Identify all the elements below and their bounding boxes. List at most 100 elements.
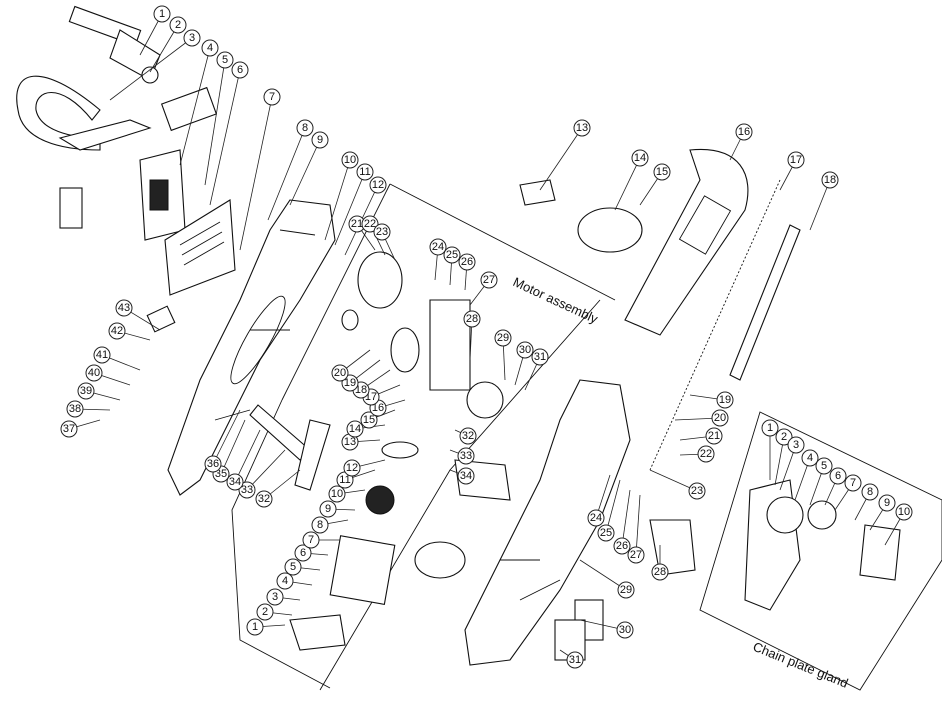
callout-main-1: 1 xyxy=(139,5,171,56)
callout-circle xyxy=(183,29,201,47)
callout-motor-6: 6 xyxy=(294,544,329,562)
callout-circle xyxy=(631,149,649,167)
leader-line xyxy=(614,157,641,211)
leader-line xyxy=(621,489,631,547)
callout-number: 5 xyxy=(821,460,827,472)
chain-plate-gland-label: Chain plate gland xyxy=(751,639,850,691)
front-handle xyxy=(16,5,161,151)
callout-circle xyxy=(895,503,913,521)
callout-number: 2 xyxy=(175,19,181,31)
gland-parts xyxy=(744,479,901,611)
callout-circle xyxy=(566,651,584,669)
callout-circle xyxy=(246,618,264,636)
callout-number: 32 xyxy=(462,430,474,442)
callout-main-19: 19 xyxy=(689,391,734,409)
callout-circle xyxy=(263,88,281,106)
callout-motor-2: 2 xyxy=(256,603,293,621)
callout-number: 11 xyxy=(339,474,350,486)
callout-number: 32 xyxy=(258,493,270,505)
callout-number: 8 xyxy=(302,122,308,134)
callout-number: 40 xyxy=(88,367,100,379)
leader-line xyxy=(109,37,193,101)
callout-main-9: 9 xyxy=(289,131,329,206)
callout-circle xyxy=(361,215,379,233)
callout-circle xyxy=(761,419,779,437)
callout-number: 27 xyxy=(483,274,495,286)
callout-circle xyxy=(531,348,549,366)
callout-circle xyxy=(878,494,896,512)
callouts-layer: 1234567891011121314151617181920212223242… xyxy=(60,5,913,669)
label-sticker xyxy=(160,86,218,132)
callout-motor-29: 29 xyxy=(494,329,512,381)
callout-number: 28 xyxy=(654,566,666,578)
callout-number: 34 xyxy=(229,476,241,488)
callout-circle xyxy=(459,427,477,445)
left-housing xyxy=(167,199,336,496)
callout-circle xyxy=(85,364,103,382)
callout-circle xyxy=(346,420,364,438)
leader-line xyxy=(267,127,306,221)
leader-line xyxy=(204,59,226,186)
callout-number: 4 xyxy=(207,42,213,54)
callout-motor-9: 9 xyxy=(319,500,356,518)
callout-main-37: 37 xyxy=(60,419,101,438)
callout-circle xyxy=(613,537,631,555)
callout-number: 8 xyxy=(867,486,873,498)
callout-circle xyxy=(93,346,111,364)
callout-circle xyxy=(311,131,329,149)
main-body xyxy=(414,379,631,666)
leader-line xyxy=(809,179,831,231)
callout-circle xyxy=(597,524,615,542)
callout-main-23: 23 xyxy=(649,469,706,500)
callout-motor-7: 7 xyxy=(302,531,340,549)
callout-circle xyxy=(844,474,862,492)
callout-number: 9 xyxy=(317,134,323,146)
callout-number: 7 xyxy=(269,91,275,103)
leader-line xyxy=(649,469,698,492)
callout-main-4: 4 xyxy=(179,39,219,166)
callout-main-6: 6 xyxy=(209,61,249,206)
callout-circle xyxy=(429,238,447,256)
callout-main-30: 30 xyxy=(579,619,634,639)
callout-circle xyxy=(204,455,222,473)
callout-number: 24 xyxy=(432,241,444,253)
callout-main-35: 35 xyxy=(212,419,246,483)
leader-line xyxy=(239,96,273,251)
callout-circle xyxy=(169,16,187,34)
callout-main-10: 10 xyxy=(324,151,359,241)
callout-main-24: 24 xyxy=(587,474,611,527)
callout-gland-6: 6 xyxy=(824,467,847,506)
callout-circle xyxy=(617,581,635,599)
callout-motor-34: 34 xyxy=(449,467,475,485)
callout-circle xyxy=(711,409,729,427)
small-parts xyxy=(146,179,696,661)
callout-number: 17 xyxy=(790,154,802,166)
callout-circle xyxy=(231,61,249,79)
callout-number: 8 xyxy=(317,519,323,531)
leader-line xyxy=(334,171,366,246)
callout-circle xyxy=(829,467,847,485)
callout-circle xyxy=(266,588,284,606)
callout-circle xyxy=(341,151,359,169)
callout-circle xyxy=(276,572,294,590)
callout-gland-3: 3 xyxy=(779,436,805,491)
callout-motor-10: 10 xyxy=(328,485,366,503)
callout-main-20: 20 xyxy=(674,409,729,427)
callout-number: 9 xyxy=(884,497,890,509)
callout-circle xyxy=(787,151,805,169)
leader-line xyxy=(179,47,211,166)
callout-number: 20 xyxy=(334,367,346,379)
callout-number: 21 xyxy=(351,218,363,230)
callout-circle xyxy=(343,459,361,477)
callout-motor-14: 14 xyxy=(346,420,386,438)
callout-number: 15 xyxy=(363,414,375,426)
callout-number: 22 xyxy=(364,218,376,230)
callout-circle xyxy=(311,516,329,534)
callout-number: 30 xyxy=(619,624,631,636)
callout-main-17: 17 xyxy=(779,151,805,191)
callout-number: 15 xyxy=(656,166,668,178)
callout-number: 18 xyxy=(824,174,836,186)
callout-main-25: 25 xyxy=(597,479,621,542)
callout-number: 16 xyxy=(738,126,750,138)
